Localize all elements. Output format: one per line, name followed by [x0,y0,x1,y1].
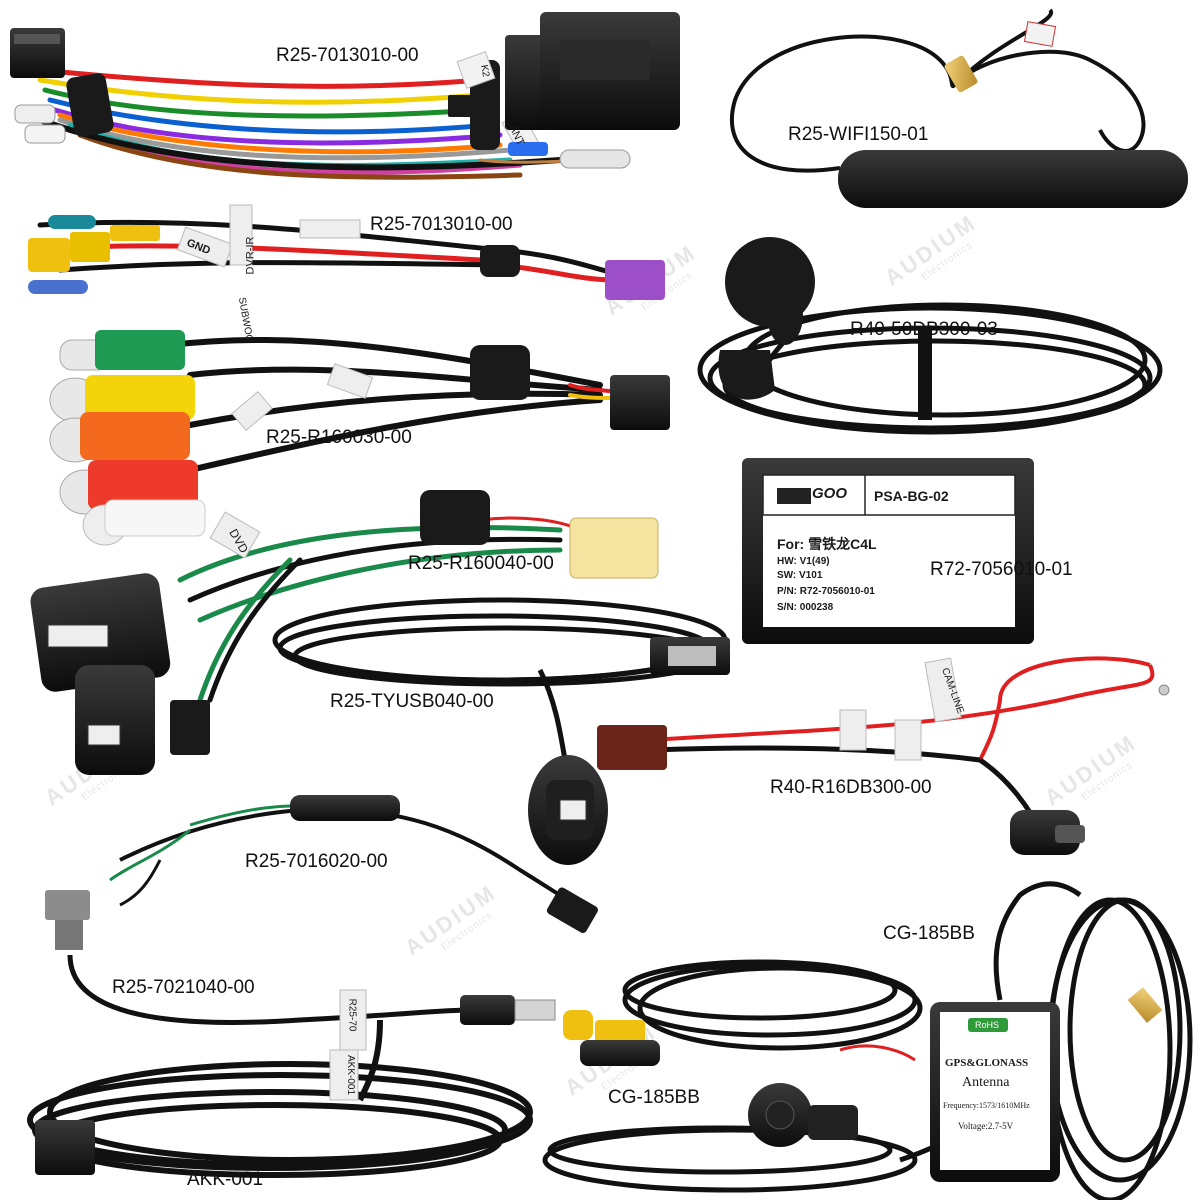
part-label: R25-WIFI150-01 [788,124,929,145]
canbox-sw: SW: V101 [777,570,823,581]
video-harness [28,204,665,300]
part-label: R25-7016020-00 [245,851,388,872]
main-harness [10,12,680,180]
radio-adapter [109,795,598,934]
wire-tag: R25-70 [346,998,358,1032]
part-label: R25-7013010-00 [370,214,513,235]
gps-rohs-badge: RoHS [975,1020,1000,1030]
usb-extension [272,597,730,865]
rca-harness [49,330,670,546]
rear-camera [542,959,962,1193]
microphone [697,237,1163,435]
part-label: CG-185BB [883,923,975,944]
gps-frequency: Frequency:1573/1610MHz [943,1101,1030,1110]
canbox-model: PSA-BG-02 [874,488,949,504]
wire-tag: DVR-IR [244,236,257,275]
wire-tag: K2 [478,63,492,78]
part-label: AKK-001 [187,1169,264,1190]
part-label: R25-TYUSB040-00 [330,691,494,712]
canbox-pn: P/N: R72-7056010-01 [777,586,875,597]
akk-cable [27,1019,533,1178]
canbox-hw: HW: V1(49) [777,556,830,567]
gps-voltage: Voltage:2.7-5V [958,1121,1014,1131]
part-label: R25-7013010-00 [276,45,419,66]
part-label: R25-7021040-00 [112,977,255,998]
gps-subtitle: Antenna [962,1075,1010,1090]
canbox [742,458,1034,644]
usb-cable [45,890,556,1051]
wire-tag: AKK-001 [345,1054,357,1096]
part-label: R25-R160030-00 [266,427,412,448]
gps-antenna [930,881,1193,1200]
part-label: R40-R16DB300-00 [770,777,932,798]
part-label: R40-50DB300-03 [850,319,998,340]
usb-harness [30,490,659,775]
camera-harness [597,656,1170,855]
part-label: CG-185BB [608,1087,700,1108]
part-label: R72-7056010-01 [930,559,1073,580]
canbox-for: For: 雪铁龙C4L [777,536,877,552]
canbox-brand: GOO [812,485,848,502]
wifi-antenna [729,8,1188,208]
canbox-sn: S/N: 000238 [777,602,834,613]
part-label: R25-R160040-00 [408,553,554,574]
gps-title: GPS&GLONASS [945,1057,1029,1069]
